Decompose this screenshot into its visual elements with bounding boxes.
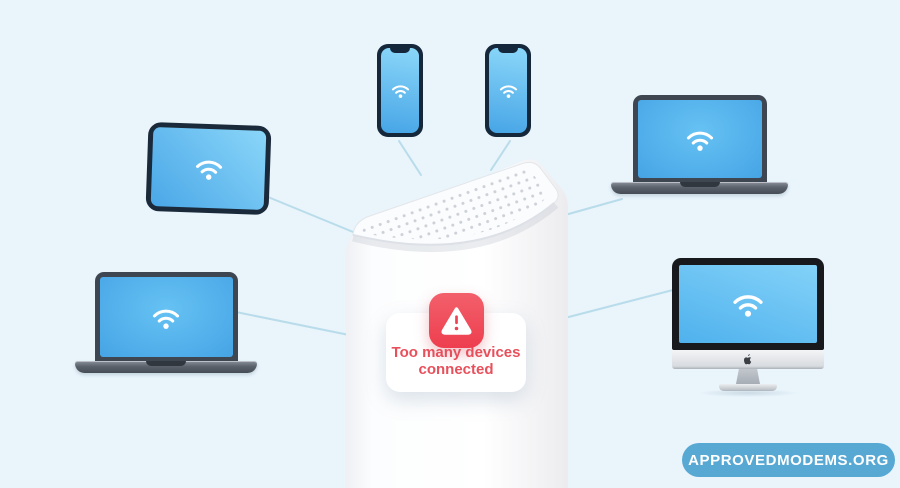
wifi-icon — [390, 82, 411, 99]
device-phone-2 — [485, 44, 531, 137]
phone-screen — [489, 48, 527, 133]
connection-line-laptop-right — [564, 198, 623, 216]
alert-text-line2: connected — [418, 361, 494, 378]
imac-chin — [672, 350, 824, 369]
imac-stand-base — [719, 384, 777, 391]
device-laptop-left — [75, 272, 257, 373]
router-vent-grid — [362, 168, 547, 240]
wifi-icon — [150, 305, 182, 330]
laptop-base — [611, 182, 788, 194]
imac-screen — [679, 265, 817, 343]
phone-notch — [390, 48, 410, 53]
alert-text-line1: Too many devices — [391, 344, 521, 361]
connection-line-tablet — [267, 196, 359, 235]
device-imac — [672, 258, 824, 397]
watermark-label: APPROVEDMODEMS.ORG — [688, 451, 889, 469]
laptop-base-notch — [679, 182, 720, 187]
laptop-screen — [94, 272, 238, 362]
imac-bezel — [672, 258, 824, 350]
phone-notch — [498, 48, 518, 53]
wifi-icon — [192, 155, 225, 181]
phone-screen — [381, 48, 419, 133]
apple-logo-icon — [744, 354, 753, 365]
watermark-pill: APPROVEDMODEMS.ORG — [682, 443, 895, 477]
laptop-base-notch — [146, 361, 186, 366]
imac-stand-neck — [736, 369, 760, 384]
laptop-base — [75, 361, 257, 373]
wifi-icon — [498, 82, 519, 99]
connection-line-phone-1 — [398, 140, 422, 176]
device-tablet — [145, 121, 272, 216]
connection-line-laptop-left — [230, 310, 355, 337]
wifi-icon — [730, 290, 766, 318]
router-front-lip — [352, 202, 559, 253]
router-front-edge — [352, 202, 555, 246]
laptop-screen — [632, 95, 767, 183]
tablet-screen — [150, 127, 267, 210]
imac-shadow — [698, 389, 798, 397]
wifi-icon — [684, 127, 716, 152]
connection-line-imac — [556, 289, 674, 321]
connection-line-phone-2 — [490, 140, 511, 171]
warning-triangle-icon — [441, 307, 472, 335]
laptop-display — [637, 100, 762, 178]
device-laptop-right — [611, 95, 788, 194]
device-phone-1 — [377, 44, 423, 137]
laptop-display — [99, 277, 233, 357]
warning-badge — [429, 293, 484, 348]
